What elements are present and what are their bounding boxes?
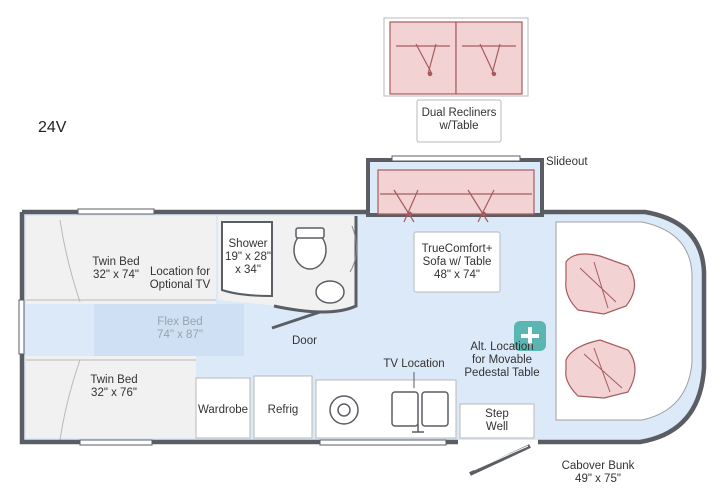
refrig-label: Refrig	[267, 404, 299, 416]
sofa-line-2: Sofa w/ Table	[422, 256, 492, 268]
twin-bed-bottom-line-1: Twin Bed	[90, 374, 138, 386]
alt-location-label: Alt. Location for Movable Pedestal Table	[454, 341, 550, 380]
step-well-label: Step Well	[460, 408, 534, 434]
shower-pan	[221, 221, 273, 298]
sofa-seat-lines	[380, 189, 532, 223]
bed-fold-lines	[26, 219, 216, 441]
slideout-label: Slideout	[546, 156, 588, 168]
optional-tv-line-1: Location for	[149, 266, 211, 278]
alt-location-line-2: for Movable	[471, 354, 533, 366]
sofa-back	[377, 169, 535, 215]
sofa-label: TrueComfort+ Sofa w/ Table 48" x 74"	[415, 243, 499, 282]
window	[77, 208, 155, 215]
galley-sink-right	[421, 391, 449, 427]
bath-sink	[315, 280, 345, 304]
sofa-line-1: TrueComfort+	[421, 243, 493, 255]
twin-bed-top-line-1: Twin Bed	[92, 256, 140, 268]
cabover-bunk-line-2: 49" x 75"	[575, 473, 621, 485]
optional-tv-label: Location for Optional TV	[138, 266, 222, 292]
faucet	[412, 424, 424, 433]
dual-recliners-line-1: Dual Recliners	[421, 107, 497, 119]
sofa-line-3: 48" x 74"	[434, 269, 480, 281]
shower-label: Shower 19" x 28" x 34"	[222, 238, 274, 277]
twin-bed-top	[26, 216, 216, 304]
wardrobe-label: Wardrobe	[197, 404, 249, 416]
wardrobe-box	[195, 377, 251, 439]
cab-seat-driver	[565, 253, 636, 315]
alt-location-line-1: Alt. Location	[470, 341, 534, 353]
recliners-label-box	[416, 99, 502, 143]
flex-bed-area	[94, 304, 244, 356]
tv-location-label: TV Location	[383, 358, 445, 370]
refrig-box	[253, 375, 313, 439]
sofa-label-box	[413, 231, 501, 293]
step-well-line-2: Well	[485, 421, 509, 433]
entry-door-leaf	[469, 444, 531, 476]
twin-bed-bottom-line-2: 32" x 76"	[91, 387, 137, 399]
door-label: Door	[292, 335, 317, 347]
shower-line-3: x 34"	[235, 264, 261, 276]
model-name: 24V	[38, 119, 67, 136]
twin-bed-top-line-2: 32" x 74"	[93, 269, 139, 281]
flex-bed-label: Flex Bed 74" x 87"	[142, 316, 218, 342]
shower-line-2: 19" x 28"	[225, 251, 271, 263]
dual-recliners-line-2: w/Table	[439, 120, 479, 132]
optional-tv-line-2: Optional TV	[149, 279, 211, 291]
alt-location-line-3: Pedestal Table	[464, 367, 540, 379]
bath-door-arc	[349, 225, 357, 273]
sofa-hinge	[407, 211, 413, 217]
recliner-hinge	[427, 71, 433, 77]
window	[79, 439, 153, 446]
flex-bed-line-1: Flex Bed	[157, 316, 203, 328]
shower-line-1: Shower	[228, 238, 268, 250]
toilet-tank	[295, 227, 325, 239]
galley-sink-left	[391, 391, 419, 427]
recliner-hinge	[491, 71, 497, 77]
twin-bed-bottom	[26, 356, 196, 438]
recliner-right	[455, 21, 523, 95]
cabover-bunk-line-1: Cabover Bunk	[561, 460, 635, 472]
twin-bed-bottom-label: Twin Bed 32" x 76"	[74, 374, 154, 400]
dual-recliners-label: Dual Recliners w/Table	[419, 107, 499, 133]
plus-icon	[521, 327, 539, 345]
cabover-bunk-label: Cabover Bunk 49" x 75"	[550, 460, 646, 486]
slideout-window	[391, 155, 521, 162]
cooktop-burner-inner	[337, 403, 351, 417]
step-well-box	[459, 403, 535, 439]
cab-seat-lines	[579, 261, 623, 393]
step-well-line-1: Step	[485, 408, 509, 420]
flex-bed-line-2: 74" x 87"	[157, 329, 203, 341]
sofa-hinge	[481, 211, 487, 217]
window	[319, 439, 447, 446]
bath-wall	[273, 216, 358, 314]
twin-bed-top-label: Twin Bed 32" x 74"	[76, 256, 156, 282]
window	[18, 299, 25, 355]
entry-door-inner	[473, 445, 529, 471]
interior-door-leaf	[271, 310, 321, 330]
recliner-lines	[396, 43, 516, 75]
